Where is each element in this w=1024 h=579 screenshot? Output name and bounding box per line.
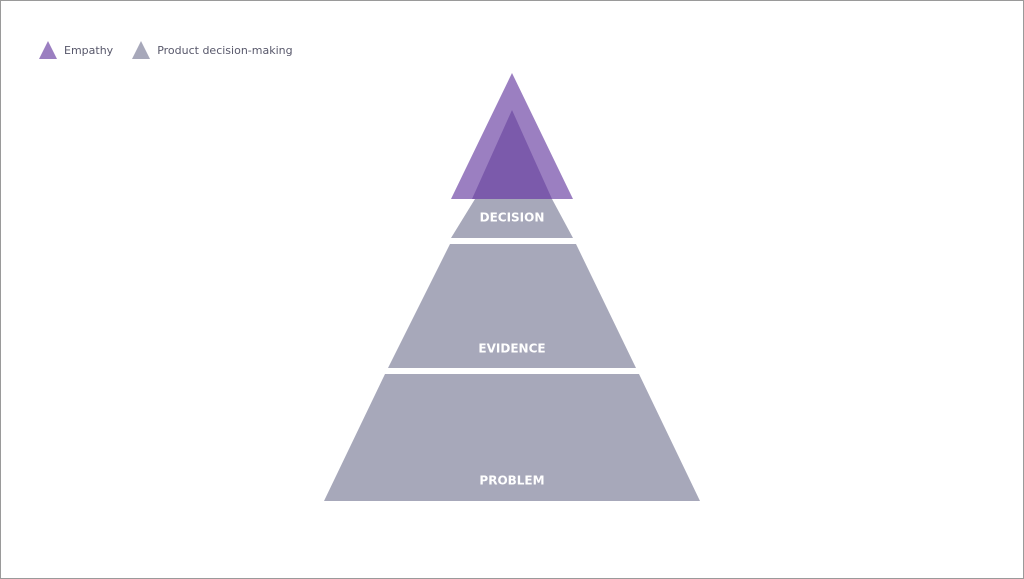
product-decision-triangle-icon bbox=[132, 41, 151, 59]
empathy-inner-triangle bbox=[472, 110, 552, 199]
legend-item-product-decision-making: Product decision-making bbox=[131, 40, 293, 60]
evidence-tier bbox=[388, 244, 636, 368]
legend: Empathy Product decision-making bbox=[38, 40, 293, 60]
empathy-triangle-icon bbox=[39, 41, 57, 59]
evidence-label: EVIDENCE bbox=[478, 342, 545, 356]
problem-tier bbox=[324, 374, 700, 501]
decision-tier bbox=[451, 199, 573, 238]
legend-item-empathy: Empathy bbox=[38, 40, 113, 60]
legend-label-empathy: Empathy bbox=[64, 43, 114, 57]
problem-label: PROBLEM bbox=[479, 474, 544, 488]
decision-label: DECISION bbox=[480, 211, 545, 225]
legend-label-product-decision-making: Product decision-making bbox=[157, 43, 293, 57]
